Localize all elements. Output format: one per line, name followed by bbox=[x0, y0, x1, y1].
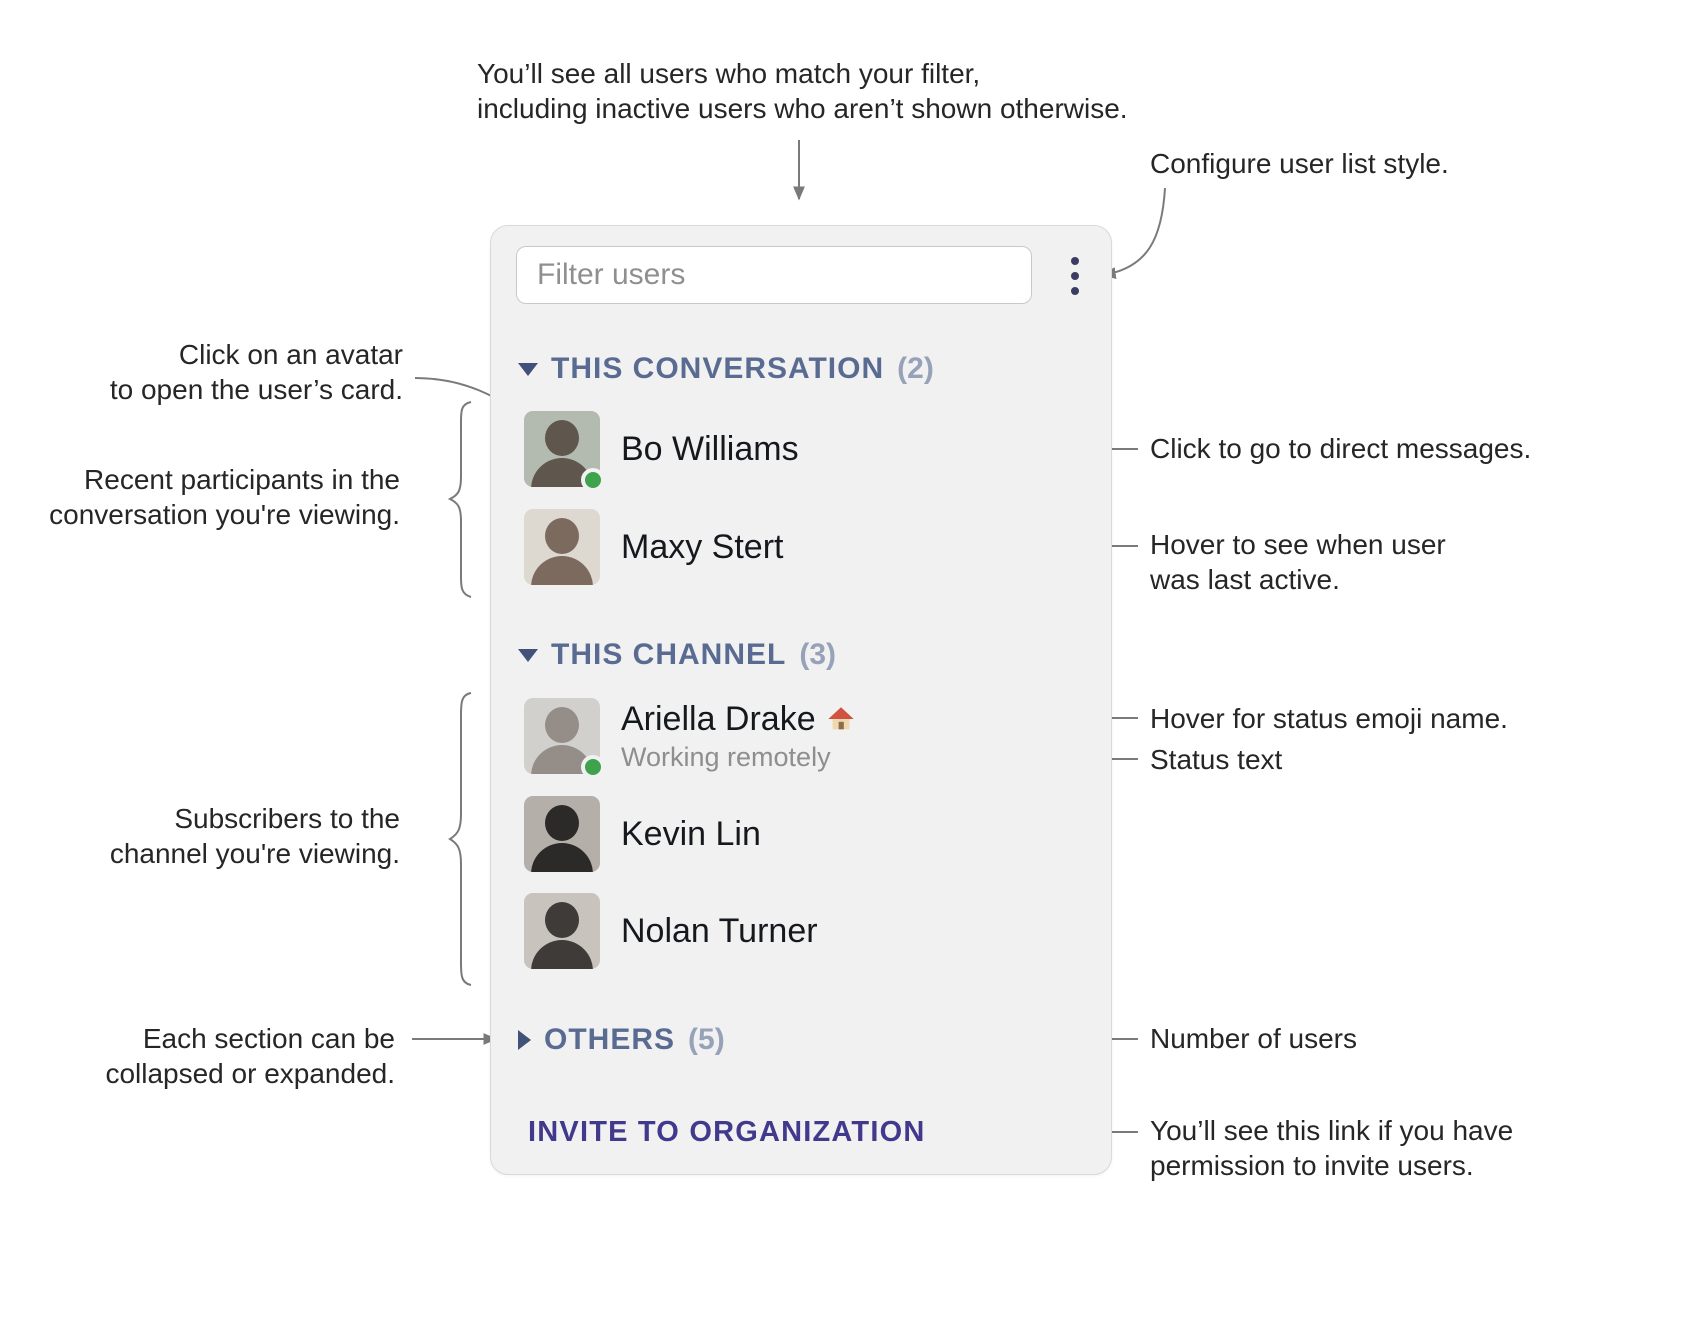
avatar[interactable] bbox=[524, 509, 600, 585]
section-header-others[interactable]: OTHERS (5) bbox=[518, 1022, 725, 1058]
avatar[interactable] bbox=[524, 796, 600, 872]
triangle-down-icon bbox=[518, 648, 538, 662]
avatar-photo bbox=[524, 509, 600, 585]
presence-dot bbox=[581, 755, 605, 779]
note-invite: You’ll see this link if you have permiss… bbox=[1150, 1115, 1514, 1181]
triangle-down-icon bbox=[518, 362, 538, 376]
filter-users-input[interactable] bbox=[516, 246, 1032, 304]
ellipsis-dot bbox=[1071, 257, 1079, 265]
avatar-photo bbox=[524, 698, 600, 774]
note-subscribers: Subscribers to the channel you're viewin… bbox=[109, 803, 400, 869]
section-label: OTHERS bbox=[544, 1023, 676, 1056]
invite-to-organization-link[interactable]: INVITE TO ORGANIZATION bbox=[528, 1116, 926, 1148]
section-header-this-conversation[interactable]: THIS CONVERSATION (2) bbox=[518, 351, 934, 387]
note-avatar: Click on an avatar to open the user’s ca… bbox=[109, 339, 403, 405]
user-row[interactable]: Bo Williams bbox=[524, 411, 799, 492]
section-count: (3) bbox=[799, 638, 837, 671]
ellipsis-dot bbox=[1071, 272, 1079, 280]
section-count: (2) bbox=[897, 352, 934, 385]
triangle-right-icon bbox=[518, 1030, 531, 1050]
avatar[interactable] bbox=[524, 893, 600, 969]
user-name[interactable]: Kevin Lin bbox=[621, 814, 761, 853]
section-label: THIS CHANNEL bbox=[551, 638, 787, 671]
note-configure: Configure user list style. bbox=[1150, 148, 1449, 179]
note-last-active: Hover to see when user was last active. bbox=[1150, 529, 1446, 595]
presence-dot bbox=[581, 468, 605, 492]
note-collapse: Each section can be collapsed or expande… bbox=[105, 1023, 395, 1089]
note-status-text: Status text bbox=[1150, 744, 1283, 775]
user-name-text: Ariella Drake bbox=[621, 699, 816, 738]
user-list-panel: THIS CONVERSATION (2) Bo Williams Maxy S… bbox=[490, 225, 1112, 1175]
user-row[interactable]: Maxy Stert bbox=[524, 509, 783, 585]
note-participants: Recent participants in the conversation … bbox=[49, 464, 400, 530]
avatar[interactable] bbox=[524, 411, 605, 492]
avatar[interactable] bbox=[524, 698, 605, 779]
section-count: (5) bbox=[688, 1023, 725, 1056]
brace-subscribers bbox=[448, 692, 472, 986]
section-header-this-channel[interactable]: THIS CHANNEL (3) bbox=[518, 637, 836, 673]
user-status-text: Working remotely bbox=[621, 741, 831, 772]
user-name[interactable]: Bo Williams bbox=[621, 429, 799, 468]
user-row[interactable]: Nolan Turner bbox=[524, 893, 818, 969]
section-label: THIS CONVERSATION bbox=[551, 352, 885, 385]
ellipsis-dot bbox=[1071, 287, 1079, 295]
avatar-photo bbox=[524, 796, 600, 872]
user-name[interactable]: Maxy Stert bbox=[621, 527, 784, 566]
note-filter: You’ll see all users who match your filt… bbox=[477, 58, 1128, 124]
note-number-of-users: Number of users bbox=[1150, 1023, 1357, 1054]
user-row[interactable]: Ariella Drake Working remotely bbox=[524, 698, 856, 779]
user-row[interactable]: Kevin Lin bbox=[524, 796, 761, 872]
note-direct-messages: Click to go to direct messages. bbox=[1150, 433, 1532, 464]
brace-participants bbox=[447, 401, 472, 598]
house-status-emoji-icon bbox=[827, 707, 854, 730]
avatar-photo bbox=[524, 893, 600, 969]
user-list-menu-icon[interactable] bbox=[1063, 257, 1087, 295]
user-name[interactable]: Ariella Drake bbox=[621, 700, 856, 739]
user-name[interactable]: Nolan Turner bbox=[621, 911, 818, 950]
note-status-emoji: Hover for status emoji name. bbox=[1150, 703, 1508, 734]
arrow-to-menu-icon bbox=[1101, 187, 1166, 279]
